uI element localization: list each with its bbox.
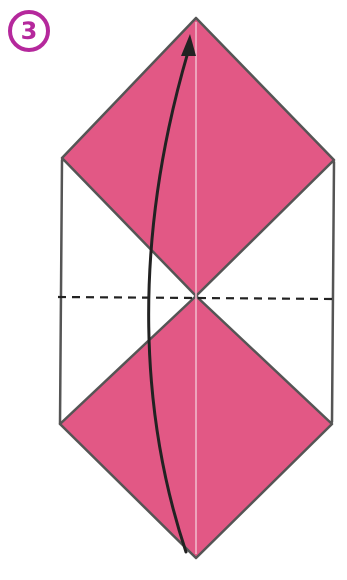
- step-number-badge: 3: [8, 10, 50, 52]
